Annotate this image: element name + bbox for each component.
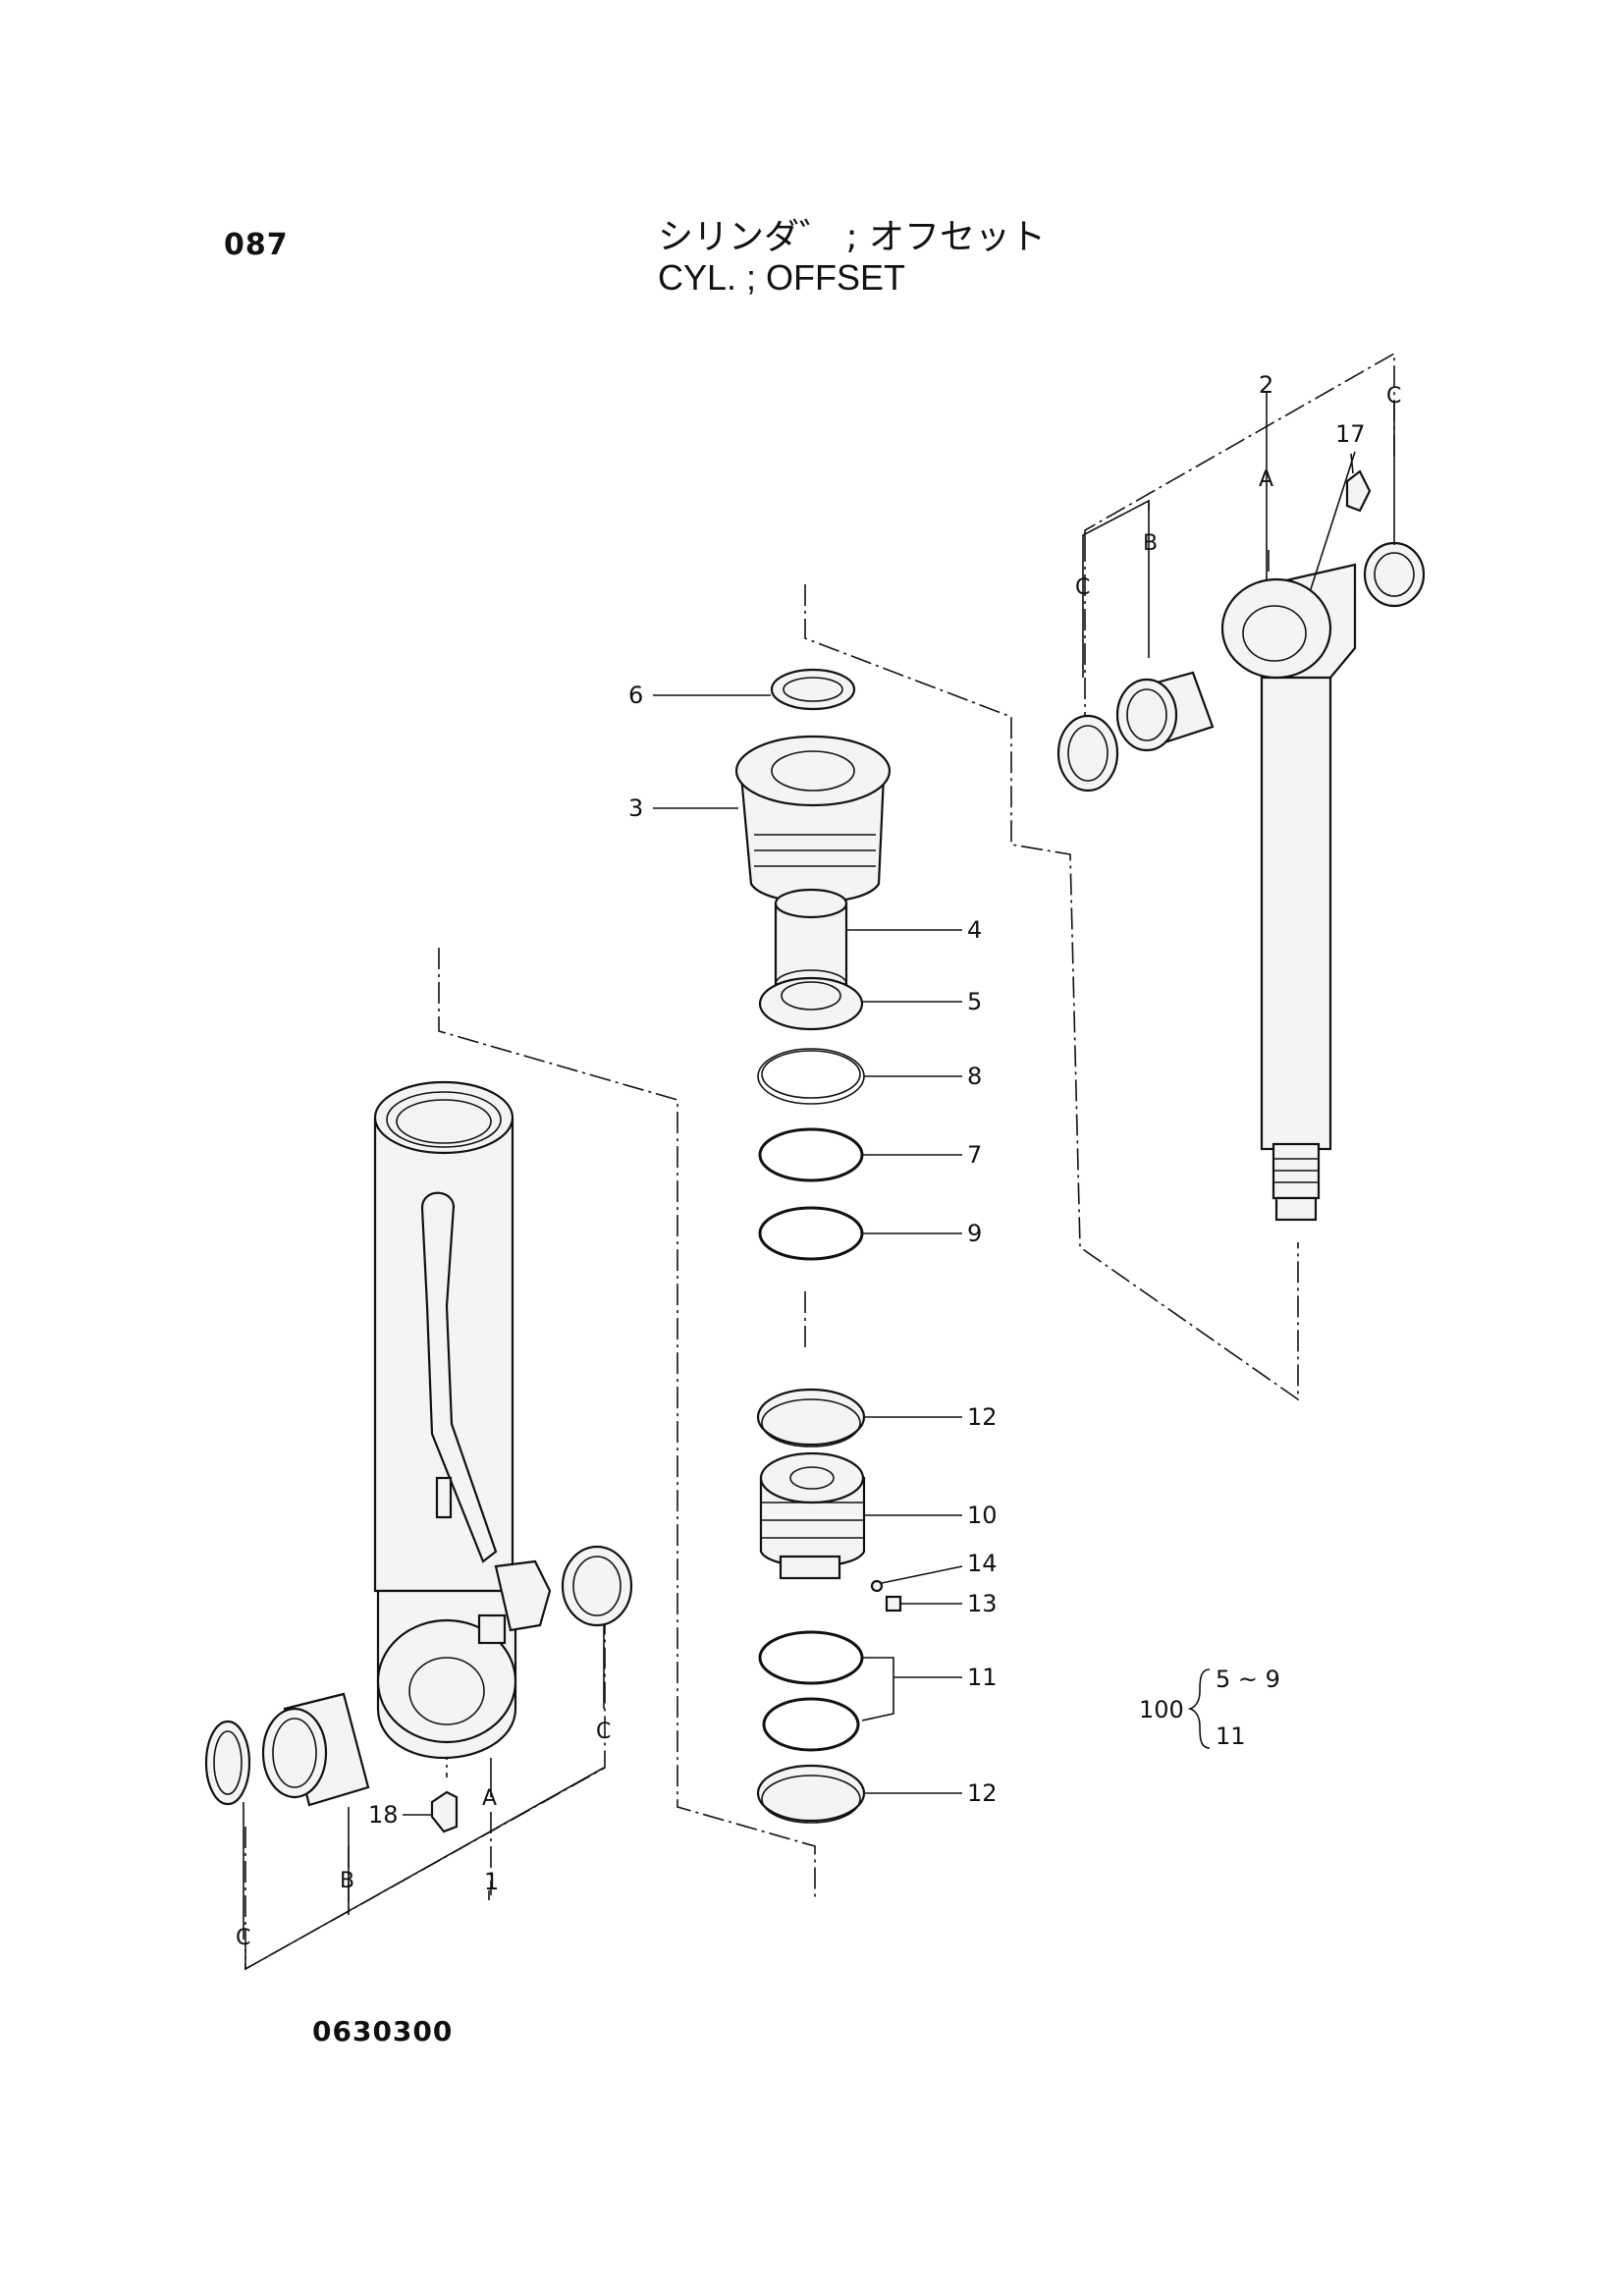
letter-b-left: B	[340, 1869, 354, 1893]
callout-5: 5	[967, 988, 982, 1015]
letter-references: A B C C A B C C	[236, 384, 1401, 1950]
callout-6: 6	[628, 682, 643, 709]
callout-9: 9	[967, 1220, 982, 1247]
title-japanese: シリンダ゛ ; オフセット	[658, 217, 1047, 257]
letter-b-right: B	[1143, 531, 1158, 556]
letter-c-left-upper: C	[596, 1720, 611, 1744]
callout-3: 3	[628, 794, 643, 822]
kit-number: 100	[1139, 1696, 1184, 1723]
callout-11: 11	[967, 1664, 998, 1691]
callout-1: 1	[484, 1868, 499, 1895]
callout-18: 18	[368, 1801, 399, 1829]
drawing-number: 0630300	[312, 2015, 454, 2048]
callout-7: 7	[967, 1141, 982, 1169]
center-parts-stack	[734, 668, 902, 1824]
letter-c-right-right: C	[1386, 384, 1401, 409]
kit-brace	[1187, 1668, 1211, 1749]
cylinder-tube	[373, 1080, 552, 1760]
letter-c-right-left: C	[1075, 575, 1090, 600]
reference-lines	[243, 393, 1395, 1971]
letter-a-right: A	[1259, 467, 1273, 492]
kit-note: 100 5 ~ 9 11	[1139, 1666, 1280, 1750]
callout-13: 13	[967, 1590, 998, 1617]
left-bushing-set	[204, 1545, 633, 1807]
grease-fittings	[430, 469, 1372, 1833]
callout-labels: 6 3 4 5 8 7 9 12 10 14 13 11 12 2 17 18 …	[368, 371, 1366, 1895]
right-bushing-set	[1056, 541, 1426, 793]
letter-c-left-bottom: C	[236, 1926, 250, 1950]
callout-14: 14	[967, 1550, 998, 1577]
callout-12-bottom: 12	[967, 1779, 998, 1807]
kit-line-2: 11	[1216, 1722, 1246, 1750]
callout-8: 8	[967, 1063, 982, 1090]
kit-line-1: 5 ~ 9	[1216, 1666, 1280, 1693]
callout-12-top: 12	[967, 1403, 998, 1431]
callout-4: 4	[967, 916, 982, 944]
letter-a-left: A	[482, 1786, 497, 1811]
callout-2: 2	[1259, 371, 1273, 399]
page-number: 087	[224, 228, 289, 262]
leader-lines	[403, 453, 1354, 1816]
piston-rod	[1220, 563, 1357, 1222]
title-english: CYL. ; OFFSET	[658, 257, 906, 298]
callout-17: 17	[1335, 420, 1366, 448]
callout-10: 10	[967, 1502, 998, 1529]
